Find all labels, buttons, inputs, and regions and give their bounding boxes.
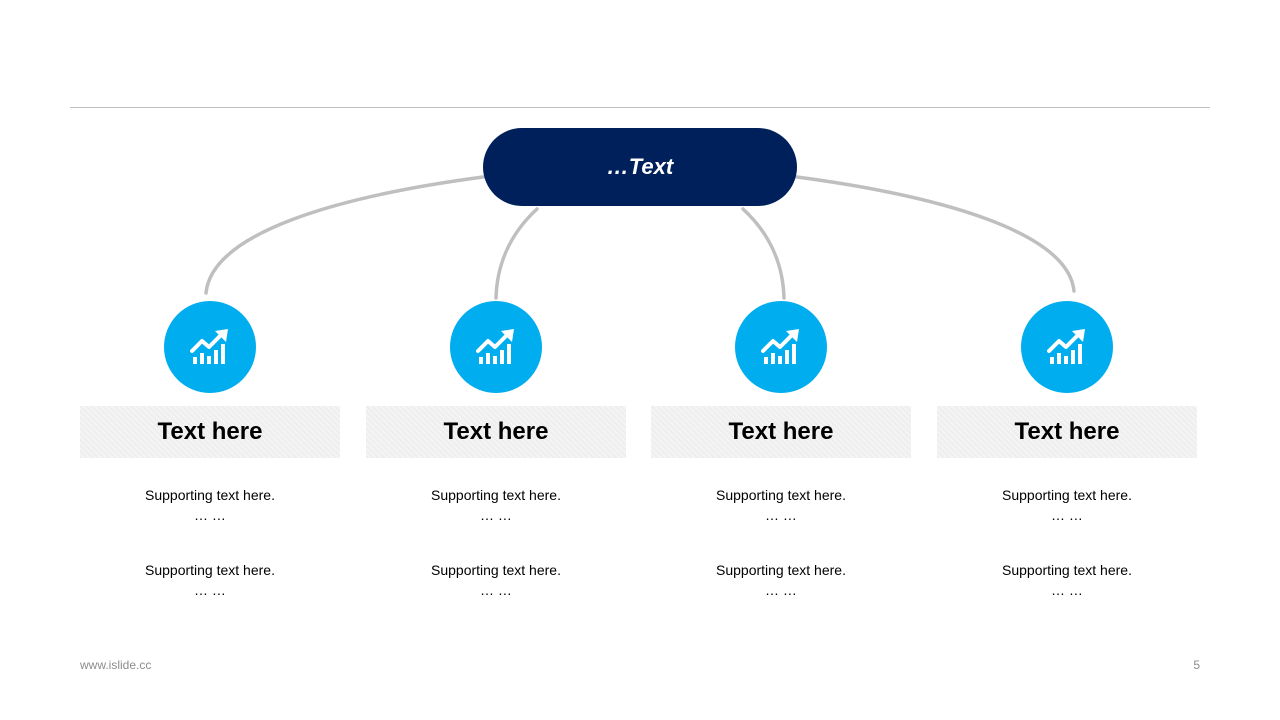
column-title: Text here	[80, 406, 340, 458]
growth-chart-icon	[1047, 329, 1085, 364]
footer-website[interactable]: www.islide.cc	[80, 658, 152, 672]
supporting-ellipsis: … …	[1051, 507, 1083, 523]
supporting-text-line: Supporting text here.	[431, 562, 561, 578]
top-divider	[70, 107, 1210, 108]
supporting-ellipsis: … …	[194, 582, 226, 598]
column-title: Text here	[937, 406, 1197, 458]
supporting-text-line: Supporting text here.	[431, 487, 561, 503]
growth-chart-icon	[761, 329, 799, 364]
supporting-text-line: Supporting text here.	[145, 562, 275, 578]
supporting-ellipsis: … …	[765, 582, 797, 598]
column-title: Text here	[366, 406, 626, 458]
icon-circle	[1021, 301, 1113, 393]
page-number: 5	[1193, 658, 1200, 672]
supporting-ellipsis: … …	[194, 507, 226, 523]
connector-3	[741, 207, 786, 300]
column-title-text: Text here	[1014, 418, 1120, 445]
column-title-text: Text here	[443, 418, 549, 445]
supporting-ellipsis: … …	[1051, 582, 1083, 598]
icon-circle	[735, 301, 827, 393]
growth-chart-icon	[190, 329, 228, 364]
supporting-text-line: Supporting text here.	[1002, 562, 1132, 578]
icon-circle	[450, 301, 542, 393]
supporting-text: Supporting text here. … …	[937, 560, 1197, 600]
connector-4	[795, 175, 1076, 293]
supporting-text: Supporting text here. … …	[80, 485, 340, 525]
supporting-text-line: Supporting text here.	[716, 487, 846, 503]
supporting-ellipsis: … …	[765, 507, 797, 523]
supporting-text: Supporting text here. … …	[651, 485, 911, 525]
icon-circle	[164, 301, 256, 393]
supporting-ellipsis: … …	[480, 582, 512, 598]
supporting-text-line: Supporting text here.	[716, 562, 846, 578]
column-title-text: Text here	[728, 418, 834, 445]
hub-node: …Text	[483, 128, 797, 206]
hub-label: …Text	[606, 154, 674, 179]
supporting-text-line: Supporting text here.	[145, 487, 275, 503]
connector-2	[494, 207, 539, 300]
growth-chart-icon	[476, 329, 514, 364]
column-title-text: Text here	[157, 418, 263, 445]
supporting-ellipsis: … …	[480, 507, 512, 523]
supporting-text-line: Supporting text here.	[1002, 487, 1132, 503]
supporting-text: Supporting text here. … …	[651, 560, 911, 600]
column-title: Text here	[651, 406, 911, 458]
supporting-text: Supporting text here. … …	[366, 485, 626, 525]
connector-1	[204, 175, 485, 295]
supporting-text: Supporting text here. … …	[366, 560, 626, 600]
supporting-text: Supporting text here. … …	[937, 485, 1197, 525]
supporting-text: Supporting text here. … …	[80, 560, 340, 600]
